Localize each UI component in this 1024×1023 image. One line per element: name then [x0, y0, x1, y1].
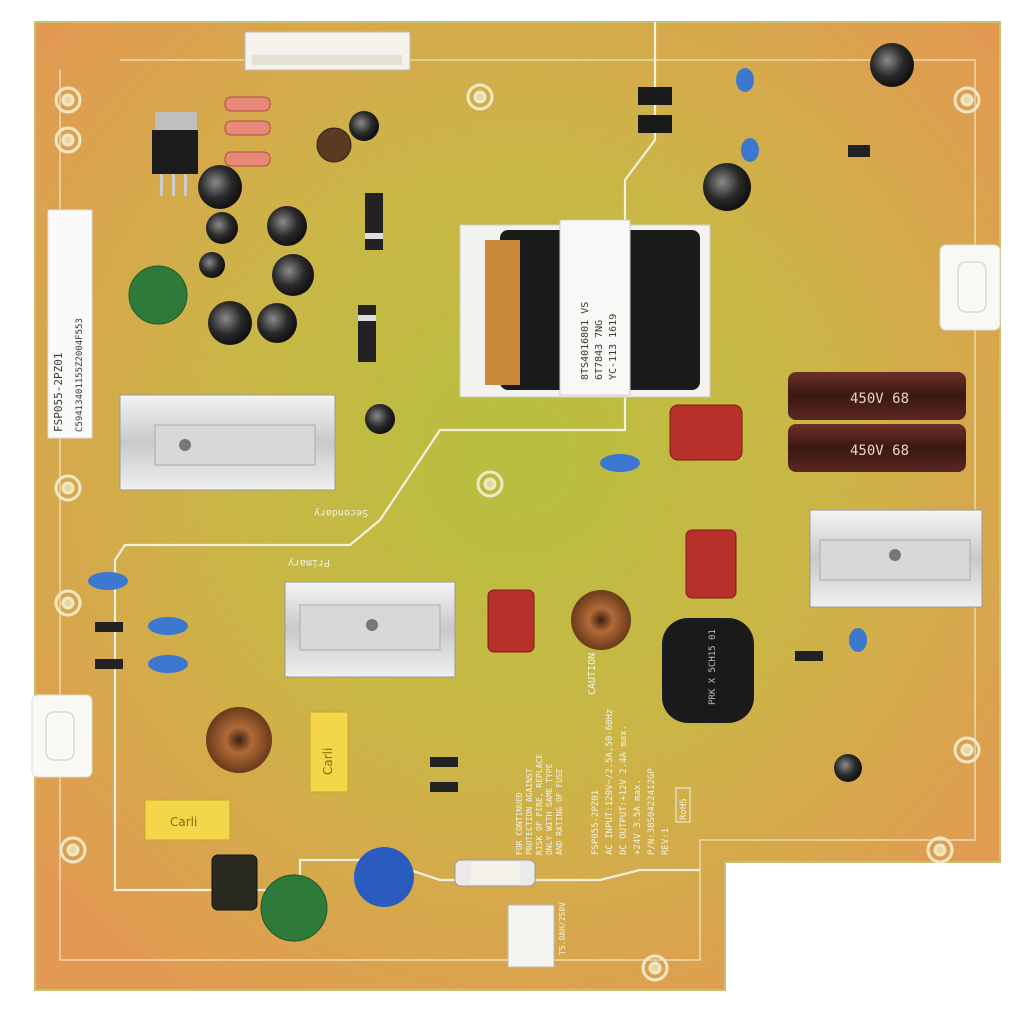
heatsink-right	[809, 509, 983, 608]
dc-output-silk: DC OUTPUT:+12V 2.4A max.	[619, 725, 629, 855]
caution-line-1: CAUTION	[587, 653, 598, 695]
x-cap-label-2: Carli	[170, 815, 197, 829]
heatsink-left	[119, 394, 336, 491]
film-capacitors-red	[487, 404, 743, 653]
x-cap-label-1: Carli	[321, 748, 335, 775]
x-capacitors-yellow: Carli Carli	[144, 711, 349, 841]
transformer: 8TS4016801 VS 6T7843 7NG YC-113 1619	[459, 219, 711, 398]
fuse	[454, 859, 536, 887]
rohs-mark: RoHS	[679, 798, 689, 820]
y-capacitors-blue	[88, 68, 867, 907]
transformer-label-3: YC-113 1619	[608, 314, 619, 380]
common-mode-choke: PRK X 5CH15 01	[662, 618, 754, 723]
toroid-inductors	[206, 590, 631, 773]
silkscreen-outline	[59, 59, 976, 961]
revision-silk: REV:1	[661, 828, 671, 855]
heatsink-center	[284, 581, 456, 678]
sticker-serial-text: C59413401155Z2004F553	[75, 318, 85, 432]
primary-label: Primary	[288, 557, 330, 568]
choke-label: PRK X 5CH15 01	[708, 629, 718, 705]
edge-cutout-right	[939, 244, 1001, 331]
bulk-cap-label-2: 450V 68	[850, 443, 909, 459]
dc-output-silk-2: +24V 3.5A max.	[633, 779, 643, 855]
bulk-capacitors: 450V 68 450V 68	[788, 372, 966, 472]
caution-line-3: PROTECTION AGAINST	[525, 768, 534, 855]
edge-cutout-left	[31, 694, 93, 778]
caution-line-5: ONLY WITH SAME TYPE	[545, 763, 554, 855]
board-model-silk: FSP055-2PZ01	[591, 790, 601, 855]
ac-input-silk: AC INPUT:120V~/2.5A,50-60Hz	[605, 709, 615, 855]
caution-line-2: FOR CONTINUED	[515, 792, 524, 855]
fuse-rating-text: T5.0AH/250V	[558, 902, 567, 955]
electrolytic-capacitors-small	[198, 43, 914, 782]
header-connector-top	[244, 31, 411, 71]
resistors-top	[224, 96, 271, 167]
caution-line-4: RISK OF FIRE, REPLACE	[535, 754, 544, 855]
transformer-label-1: 8TS4016801 VS	[580, 302, 591, 380]
secondary-label: Secondary	[314, 507, 368, 518]
silkscreen-text: CAUTION FOR CONTINUED PROTECTION AGAINST…	[288, 507, 691, 955]
voltage-regulator	[152, 112, 198, 196]
small-inductor	[211, 854, 258, 911]
label-sticker: FSP055-2PZ01 C59413401155Z2004F553	[47, 209, 93, 439]
diodes	[95, 145, 870, 792]
varistor-green	[260, 874, 328, 942]
part-number-silk: P/N:3BS0422412GP	[647, 768, 657, 855]
mounting-holes	[54, 83, 981, 982]
caution-line-6: AND RATING OF FUSE	[555, 768, 564, 855]
sticker-model-text: FSP055-2PZ01	[52, 353, 65, 432]
thermistor-green	[128, 265, 188, 325]
ac-input-connector	[507, 904, 555, 968]
bulk-cap-label-1: 450V 68	[850, 391, 909, 407]
transformer-label-2: 6T7843 7NG	[594, 320, 605, 380]
optocouplers	[638, 87, 672, 133]
